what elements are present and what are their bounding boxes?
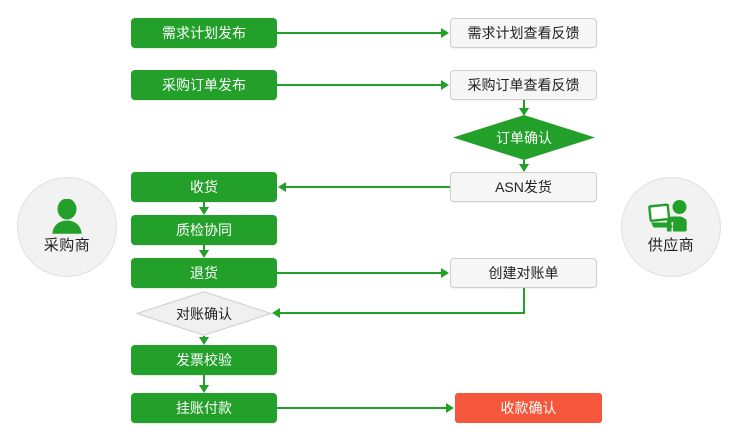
node-demand-plan-feedback[interactable]: 需求计划查看反馈 (450, 18, 597, 48)
node-label: 质检协同 (176, 222, 232, 238)
node-goods-receipt[interactable]: 收货 (131, 172, 277, 202)
arrowhead-down-icon (199, 337, 209, 345)
node-receipt-confirm[interactable]: 收款确认 (455, 393, 602, 423)
edge-goods-receipt-to-quality (203, 202, 205, 210)
node-invoice-verify[interactable]: 发票校验 (131, 345, 277, 375)
arrowhead-right-icon (441, 268, 449, 278)
node-label: 收款确认 (500, 400, 557, 416)
arrowhead-right-icon (441, 28, 449, 38)
node-create-statement[interactable]: 创建对账单 (450, 258, 597, 288)
node-label: 需求计划查看反馈 (467, 25, 580, 41)
node-label: 挂账付款 (176, 400, 232, 416)
edge-asn-to-goods-receipt (286, 186, 450, 188)
edge-create-statement-to-reconcile (280, 312, 525, 314)
node-demand-plan-publish[interactable]: 需求计划发布 (131, 18, 277, 48)
arrowhead-left-icon (278, 182, 286, 192)
edge-purchase-order-publish-to-feedback (277, 84, 443, 86)
node-label: 创建对账单 (488, 265, 559, 281)
node-purchase-order-feedback[interactable]: 采购订单查看反馈 (450, 70, 597, 100)
user-at-computer-icon (648, 199, 694, 237)
diamond-shape (136, 291, 272, 336)
role-circle-buyer: 采购商 (17, 177, 117, 277)
node-label: 需求计划发布 (162, 25, 246, 41)
arrowhead-down-icon (519, 108, 529, 116)
arrowhead-down-icon (519, 164, 529, 172)
node-quality-collaboration[interactable]: 质检协同 (131, 215, 277, 245)
node-purchase-order-publish[interactable]: 采购订单发布 (131, 70, 277, 100)
user-icon (47, 198, 87, 237)
node-label: 采购订单查看反馈 (467, 77, 580, 93)
node-label: 对账确认 (176, 305, 232, 322)
node-label: 发票校验 (176, 352, 232, 368)
arrowhead-right-icon (446, 403, 454, 413)
role-label-buyer: 采购商 (43, 237, 91, 255)
arrowhead-left-icon (272, 308, 280, 318)
diamond-shape (453, 115, 595, 160)
node-order-confirm[interactable]: 订单确认 (453, 115, 595, 160)
arrowhead-right-icon (441, 80, 449, 90)
edge-payment-to-receipt-confirm (277, 407, 448, 409)
node-label: ASN发货 (495, 179, 552, 195)
edge-order-confirm-to-asn (523, 160, 525, 166)
role-label-supplier: 供应商 (647, 237, 695, 255)
arrowhead-down-icon (199, 385, 209, 393)
arrowhead-down-icon (199, 250, 209, 258)
node-label: 退货 (190, 265, 218, 281)
arrowhead-down-icon (199, 207, 209, 215)
edge-invoice-verify-to-payment (203, 375, 205, 388)
node-label: 采购订单发布 (162, 77, 246, 93)
node-label: 订单确认 (496, 129, 552, 146)
edge-feedback-to-order-confirm (523, 100, 525, 110)
node-return-goods[interactable]: 退货 (131, 258, 277, 288)
role-circle-supplier: 供应商 (621, 177, 721, 277)
node-label: 收货 (190, 179, 218, 195)
edge-return-to-create-statement (277, 272, 443, 274)
node-reconcile-confirm[interactable]: 对账确认 (136, 291, 272, 336)
edge-demand-plan-publish-to-feedback (277, 32, 443, 34)
node-asn-shipment[interactable]: ASN发货 (450, 172, 597, 202)
node-payable-payment[interactable]: 挂账付款 (131, 393, 277, 423)
edge-create-statement-down-segment (523, 288, 525, 312)
edge-quality-to-return (203, 245, 205, 253)
